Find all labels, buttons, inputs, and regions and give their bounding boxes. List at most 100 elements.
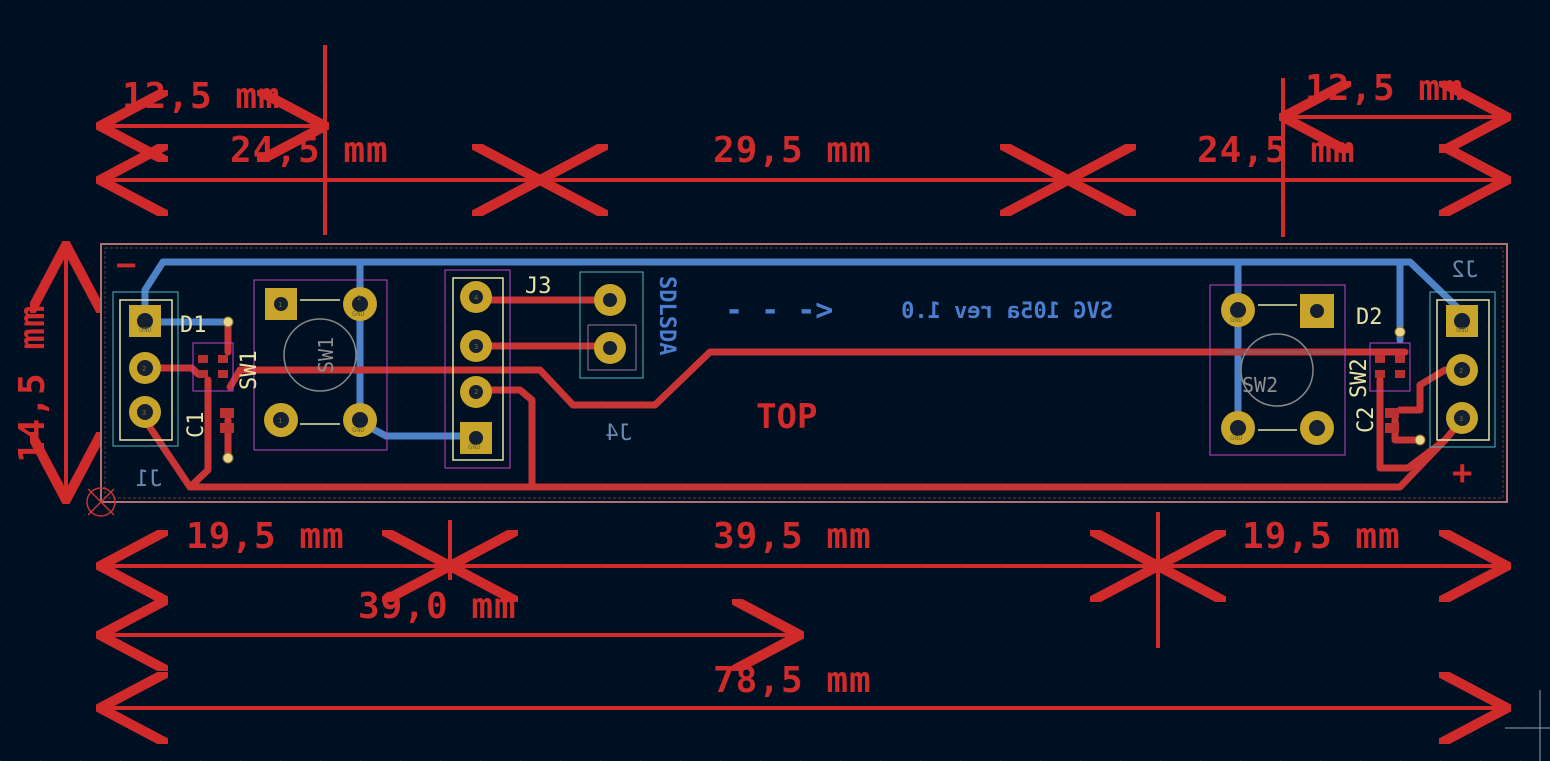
- c1-pad-1: [220, 408, 234, 418]
- j4-label: J4: [606, 421, 633, 446]
- d2-label: D2: [1356, 305, 1383, 330]
- dim-text-top-right: 24,5 mm: [1197, 130, 1356, 171]
- dim-text-bottom-middle: 39,5 mm: [713, 516, 872, 557]
- j3-label: J3: [525, 274, 552, 299]
- j2-courtyard: [1429, 291, 1496, 448]
- j2-silkscreen: [1436, 299, 1490, 441]
- j2-pad-2-hole: [1454, 362, 1470, 378]
- cursor-crosshair: [1505, 690, 1550, 761]
- c2-pad-2: [1385, 423, 1399, 433]
- sw2-fab-label: SW2: [1242, 373, 1278, 397]
- dim-text-top-left: 24,5 mm: [230, 130, 389, 171]
- j3-pad-1-hole: [469, 431, 483, 445]
- d1-pad-1: [198, 355, 208, 363]
- sw1-pad-1b-hole: [273, 412, 289, 428]
- sw1-silk-label: SW1: [237, 350, 262, 390]
- sw1-pad-1a-label: 1: [278, 301, 282, 309]
- pad-labels: GND GND GND GND GND GND GND 1 1 2 2 3 4 …: [139, 294, 1469, 451]
- j1-pad-2-num: 2: [142, 365, 146, 373]
- j3-silkscreen: [452, 277, 504, 461]
- j1-label: J1: [136, 467, 163, 492]
- via-2: [222, 452, 234, 464]
- sw2-pad-2a-label: GND: [1230, 316, 1243, 324]
- sw2-silk-label: SW2: [1347, 358, 1372, 398]
- rev-label: SVG 105a rev 1.0: [901, 299, 1113, 324]
- sw2-body: [1240, 333, 1314, 407]
- j2-pad-1-hole: [1454, 313, 1470, 329]
- dim-text-bottom-offset: 39,0 mm: [358, 586, 517, 627]
- j1-pad-3-hole: [137, 404, 153, 420]
- j3-pad-4-hole: [469, 290, 483, 304]
- j3-pad-2-hole: [469, 385, 483, 399]
- sw2-pad-2b-hole: [1230, 420, 1246, 436]
- sw1-courtyard: [253, 279, 388, 451]
- c2-label: C2: [1354, 407, 1379, 434]
- d2-pad-3: [1375, 370, 1385, 378]
- j2-label: J2: [1452, 258, 1479, 283]
- j3-pad-1-label: GND: [468, 443, 481, 451]
- sw1-pad-1a-hole: [274, 297, 288, 311]
- d2-pad-4: [1395, 370, 1405, 378]
- c1-pad-2: [220, 423, 234, 433]
- j1-pad-2-hole: [137, 360, 153, 376]
- j3-pad-3-num: 3: [474, 343, 478, 351]
- sw2-courtyard: [1209, 284, 1346, 456]
- sw1-pad-2a-num: 2: [357, 294, 361, 302]
- j4-courtyard: [579, 271, 644, 379]
- top-dimensions: [66, 45, 1507, 500]
- board-edge-clearance: [104, 247, 1504, 499]
- j2-pad-1-label: GND: [1456, 326, 1469, 334]
- d2-pad-2: [1395, 355, 1405, 363]
- sw1-pad-2b-hole: [352, 412, 368, 428]
- j4-fab: [587, 324, 637, 371]
- j3-courtyard: [444, 269, 511, 469]
- j3-pad-2-num: 2: [474, 388, 478, 396]
- dim-text-left-vertical: 14,5 mm: [12, 304, 53, 463]
- origin-marker: [86, 487, 116, 517]
- via-1: [222, 316, 234, 328]
- dim-text-top-left-small: 12,5 mm: [122, 76, 281, 117]
- sw1-pad-2b-label: GND: [352, 426, 365, 434]
- switch-silk-lines: [300, 299, 1345, 431]
- dim-text-bottom-total: 78,5 mm: [713, 660, 872, 701]
- sw2-pad-1a-hole: [1310, 304, 1324, 318]
- j3-pad-4-num: 4: [474, 294, 478, 302]
- sw1-body: [283, 318, 357, 392]
- dim-text-top-right-small: 12,5 mm: [1305, 68, 1464, 109]
- smd-pads: [198, 355, 1405, 433]
- vias: [222, 316, 1426, 464]
- d2-courtyard: [1369, 342, 1411, 392]
- sw2-pad-2b-label: GND: [1230, 434, 1243, 442]
- dim-text-top-middle: 29,5 mm: [713, 130, 872, 171]
- j2-pad-2-num: 2: [1459, 367, 1463, 375]
- j1-silkscreen: [119, 299, 173, 441]
- plus-label: +: [1452, 453, 1472, 493]
- j2-pad-3-hole: [1454, 410, 1470, 426]
- d2-pad-1: [1375, 355, 1385, 363]
- minus-label: −: [116, 245, 136, 285]
- sw1-pad-2a-hole: [352, 296, 368, 312]
- sw1-pad-1b-label: 1: [278, 417, 282, 425]
- c1-label: C1: [184, 412, 209, 439]
- j1-courtyard: [112, 291, 179, 447]
- j1-pad-3-num: 3: [142, 409, 146, 417]
- d1-courtyard: [192, 342, 234, 392]
- via-4: [1414, 434, 1426, 446]
- c2-pad-1: [1385, 408, 1399, 418]
- bottom-dimensions: [100, 512, 1507, 708]
- dim-text-bottom-left: 19,5 mm: [186, 516, 345, 557]
- j3-pad-3-hole: [469, 339, 483, 353]
- via-3: [1394, 326, 1406, 338]
- tht-pads: [129, 281, 1478, 454]
- board-outline: [100, 243, 1508, 503]
- j4-pad-1-hole: [603, 293, 617, 307]
- d1-pad-2: [218, 355, 228, 363]
- sw1-fab-label: SW1: [314, 337, 338, 373]
- sw2-pad-1b-hole: [1309, 420, 1325, 436]
- d1-label: D1: [180, 313, 207, 338]
- dim-text-bottom-right: 19,5 mm: [1242, 516, 1401, 557]
- sw1-pad-2a-label: GND: [352, 310, 365, 318]
- j2-pad-3-num: 3: [1459, 415, 1463, 423]
- direction-arrow: - - ->: [725, 293, 833, 328]
